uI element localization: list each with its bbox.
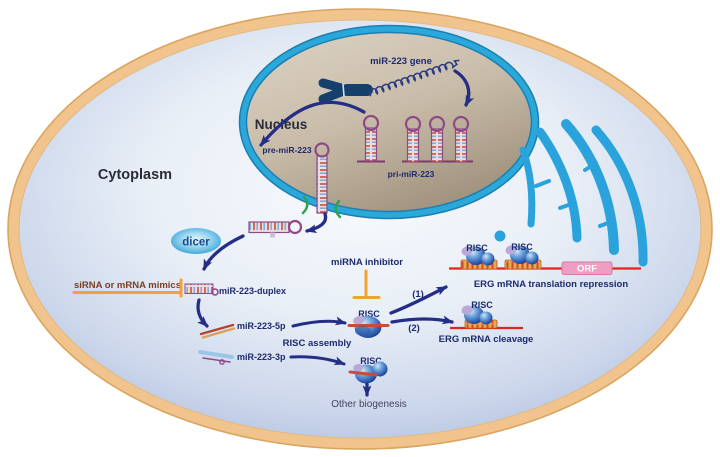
pathway-2-label: (2) [408,323,420,334]
risc-complex-on-mrna [505,245,539,265]
nuclear-export-marks [301,195,342,219]
sirna-mimics-inhibitor: siRNA or mRNA mimics [72,278,183,298]
mir223-gene-label: miR-223 gene [370,56,432,67]
risc-complex-on-mrna [461,305,493,325]
exported-hairpin [248,219,303,238]
cytoplasm-label: Cytoplasm [98,167,172,183]
risc-complex-assembling: RISC [348,356,388,384]
pri-mir223-hairpins [357,114,473,164]
arrow-gene-to-pri [453,69,475,107]
risc-assembly-label: RISC assembly [283,338,352,349]
mir223-duplex-label: miR-223-duplex [219,286,286,296]
dna-coil [368,59,460,97]
arrow-risc-to-cleavage [390,315,454,325]
arrow-risc-to-repression [389,285,448,315]
erg-translation-repression-label: ERG mRNA translation repression [474,279,629,290]
sirna-mimics-label: siRNA or mRNA mimics [74,280,181,291]
erg-cleavage: RISC ERG mRNA cleavage [439,300,534,345]
dicer-label: dicer [182,237,210,249]
mirna-inhibitor-label: miRNA inhibitor [331,257,403,268]
pri-mir223-label: pri-miR-223 [388,169,435,179]
risc-label: RISC [471,300,493,310]
arrow-pre-export [305,212,328,234]
mir223-duplex-icon [184,283,219,296]
erg-translation-repression: RISC RISC ORF ERG mRNA translation repre… [449,242,641,290]
chromosome-icon [318,78,373,104]
risc-label: RISC [360,356,382,366]
endoplasmic-reticulum [494,119,648,267]
pathway-1-label: (1) [412,289,424,300]
mirna-inhibitor: miRNA inhibitor [331,257,403,299]
arrow-3p-to-risc [289,355,346,366]
mir223-3p-strand [198,350,234,365]
risc-label: RISC [358,309,380,319]
arrow-pri-to-pre [259,100,366,147]
mir223-3p-label: miR-223-3p [237,352,286,362]
risc-complex-on-mrna [461,246,495,266]
pre-mir223-hairpin [314,142,330,214]
other-biogenesis-label: Other biogenesis [331,399,407,410]
arrow-duplex-to-5p [196,298,209,328]
mir223-5p-strand [199,323,236,339]
arrow-5p-to-risc [291,316,347,328]
risc-label: RISC [466,243,488,253]
dicer-enzyme: dicer [171,228,221,254]
risc-complex-loaded: RISC [347,309,390,338]
pre-mir223-label: pre-miR-223 [262,145,311,155]
arrow-hairpin-to-duplex [202,234,245,271]
erg-cleavage-label: ERG mRNA cleavage [439,334,534,345]
orf-box [561,261,613,275]
mir223-5p-label: miR-223-5p [237,321,286,331]
risc-label: RISC [511,242,533,252]
orf-label: ORF [577,264,597,275]
